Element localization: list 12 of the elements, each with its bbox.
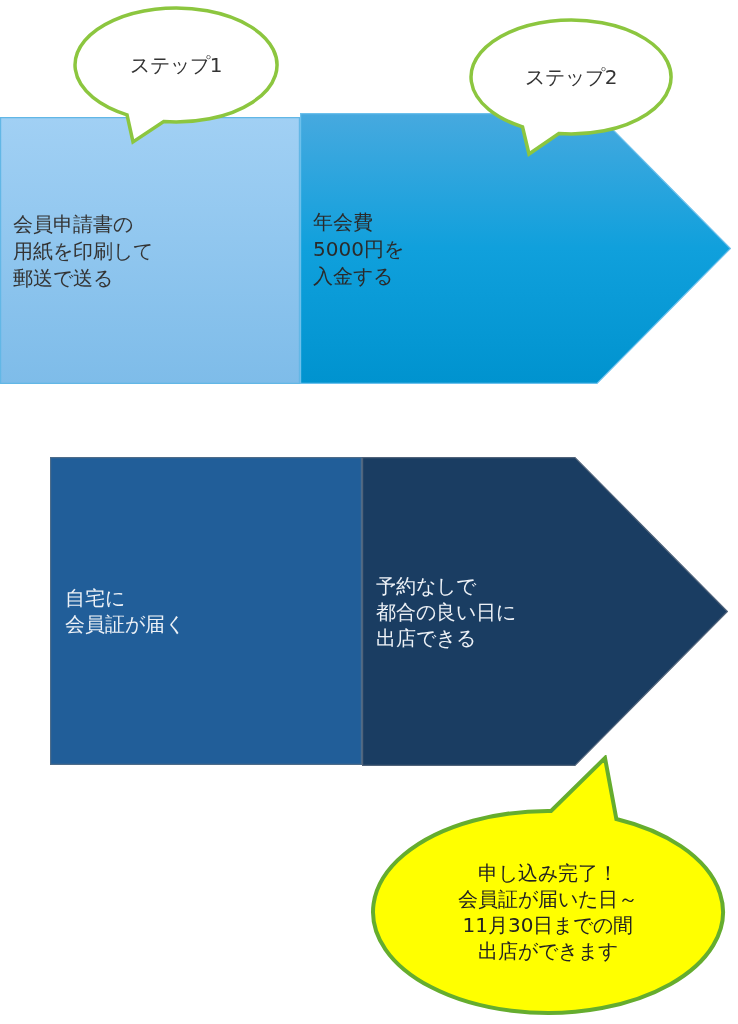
step-label: ステップ1 <box>129 52 223 78</box>
speech-bubble <box>469 17 675 157</box>
speech-bubble <box>369 755 727 1017</box>
step-instruction: 年会費5000円を入金する <box>313 208 404 289</box>
step-instruction: 予約なしで都合の良い日に出店できる <box>376 572 516 651</box>
completion-message: 申し込み完了！会員証が届いた日～11月30日までの間出店ができます <box>458 860 638 964</box>
chevron-step <box>362 457 728 766</box>
process-box <box>50 457 362 765</box>
step-label: ステップ2 <box>524 64 618 90</box>
step-instruction: 会員申請書の用紙を印刷して郵送で送る <box>13 210 153 291</box>
step-instruction: 自宅に会員証が届く <box>65 585 185 637</box>
speech-bubble <box>72 5 280 145</box>
